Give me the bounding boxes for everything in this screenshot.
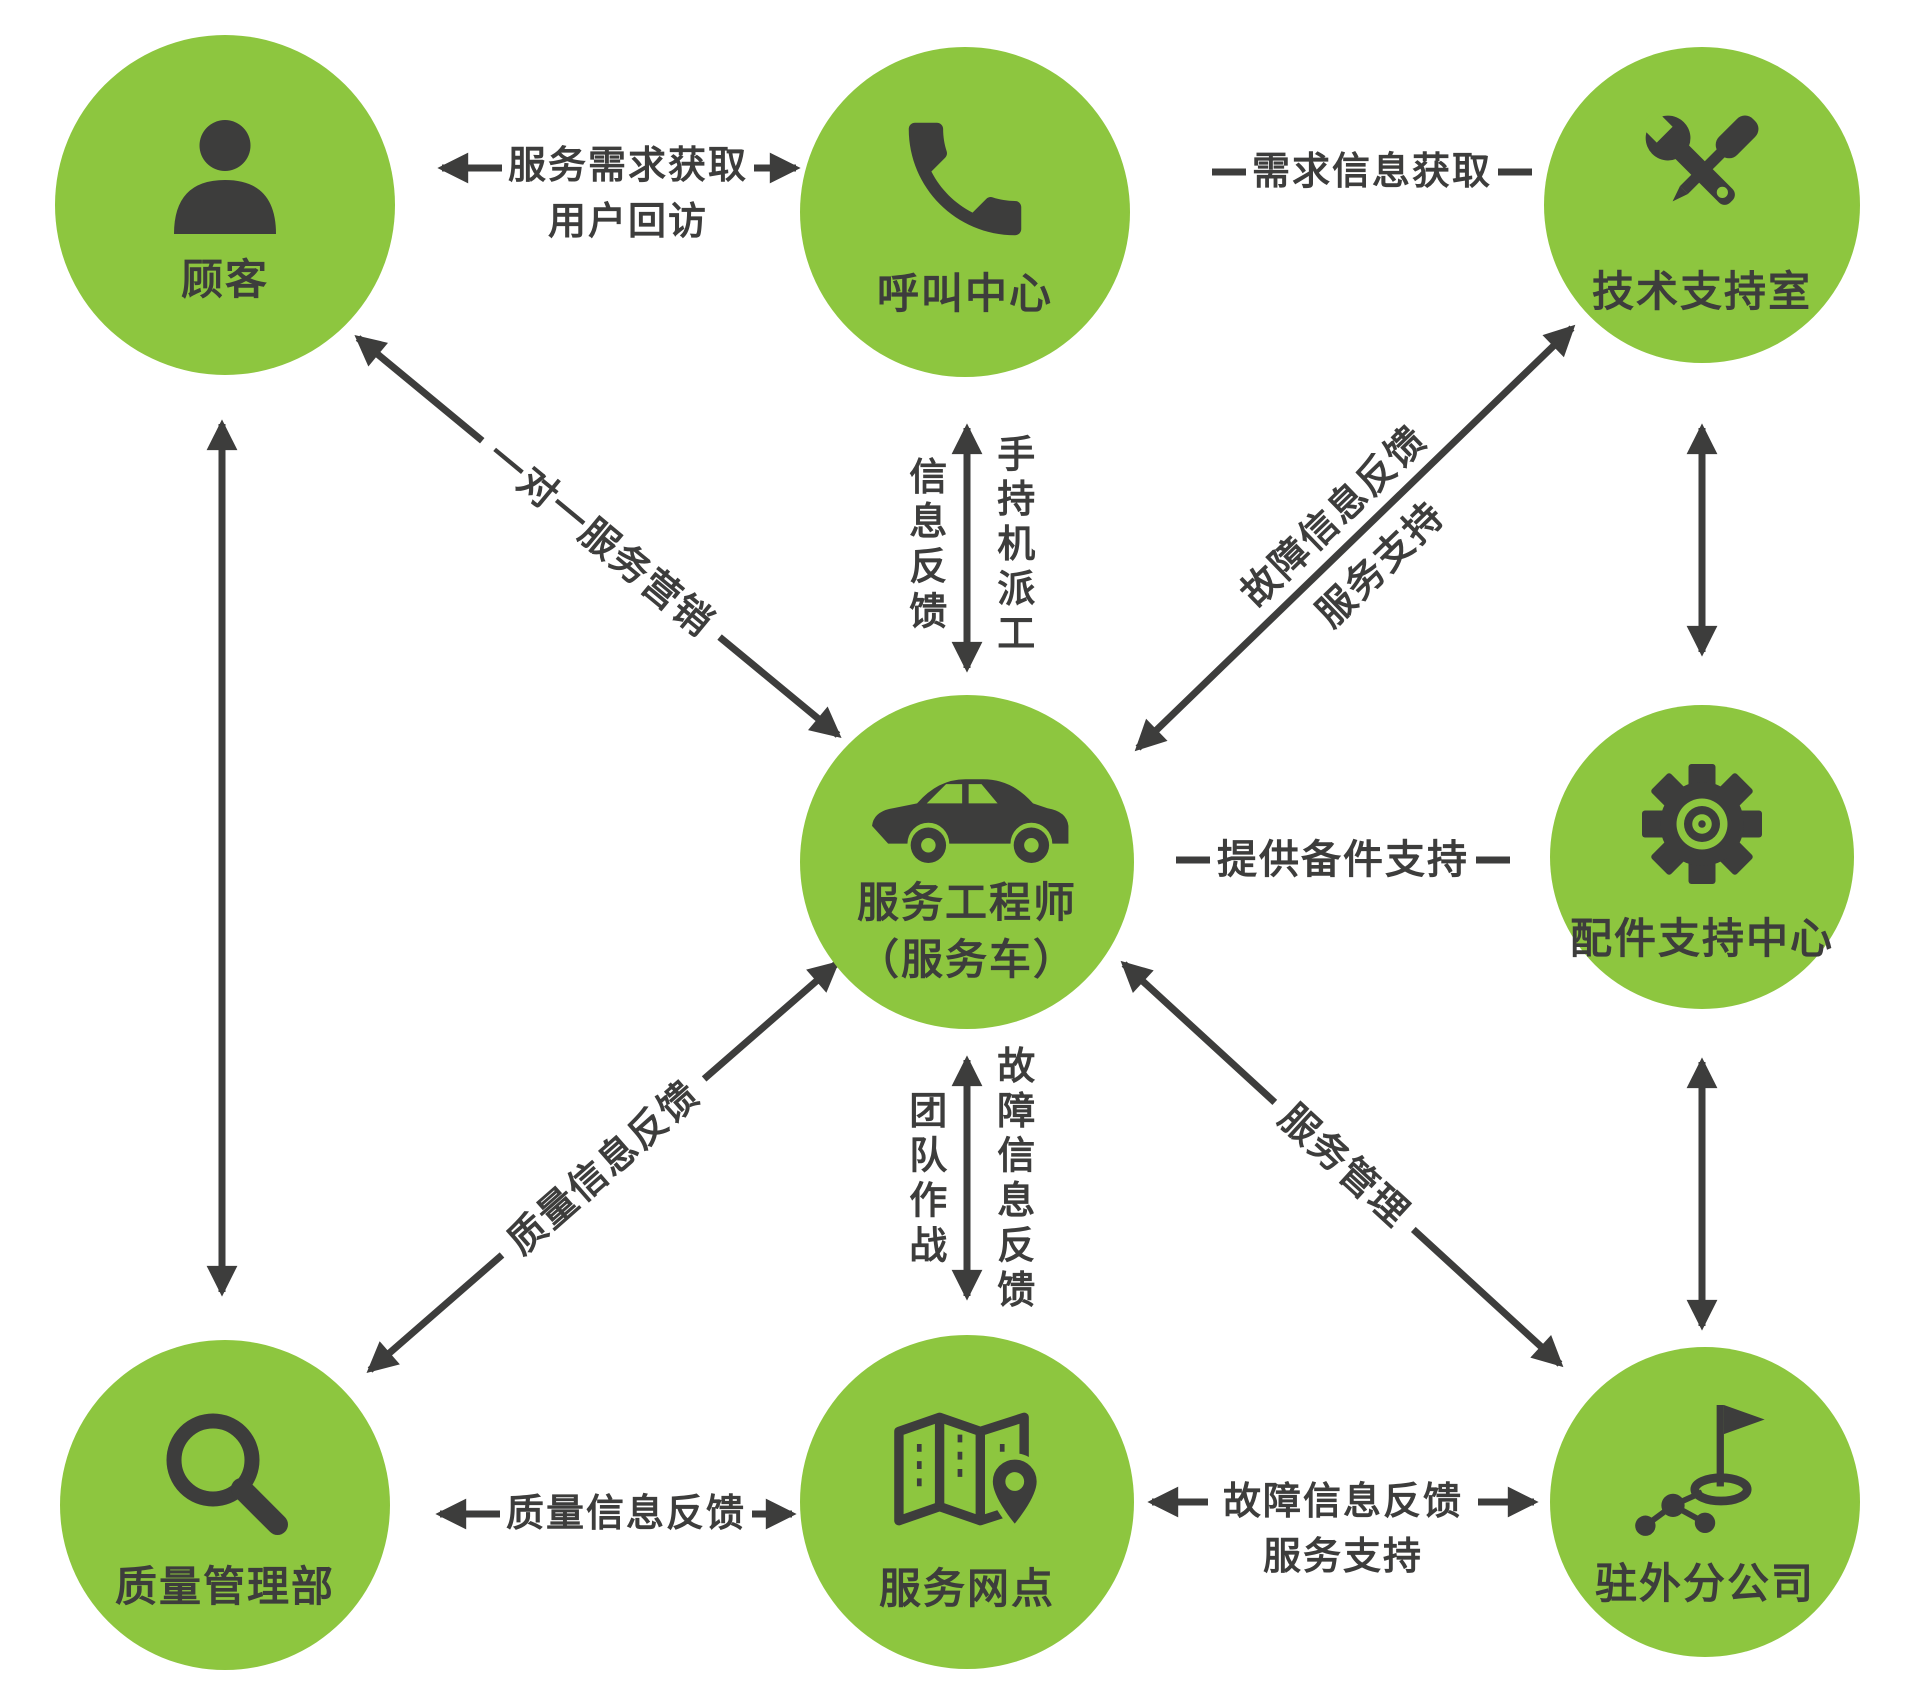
node-parts-center: 配件支持中心 [1550,705,1854,1009]
node-label: 技术支持室 [1591,267,1812,317]
edge-label-customer-callcenter-1: 服务需求获取 [507,143,749,188]
node-tech-support: 技术支持室 [1544,47,1860,363]
edge-label-callcenter-engineer-right: 手持机派工 [990,433,1035,659]
node-sublabel: （服务车） [856,935,1077,984]
edge-label-outlets-branch-2: 服务支持 [1262,1534,1424,1579]
node-branch-offices: 驻外分公司 [1550,1347,1860,1657]
map-icon [877,1389,1057,1549]
node-label: 顾客 [180,254,269,304]
flag-icon [1625,1394,1785,1544]
gear-icon [1627,749,1777,899]
node-label: 配件支持中心 [1569,914,1834,964]
node-customer: 顾客 [55,35,395,375]
car-icon [862,739,1072,871]
tools-icon [1622,92,1782,252]
node-call-center: 呼叫中心 [800,47,1130,377]
edge-label-engineer-outlets-right: 故障信息反馈 [990,1045,1035,1315]
node-service-engineer: 服务工程师 （服务车） [800,695,1134,1029]
edge-label-quality-outlets: 质量信息反馈 [505,1491,747,1536]
edge-label-engineer-partscenter: 提供备件支持 [1217,837,1469,883]
phone-icon [890,104,1040,254]
edge-label-customer-callcenter-2: 用户回访 [547,199,709,244]
edge-label-outlets-branch-1: 故障信息反馈 [1222,1479,1464,1524]
node-label: 服务网点 [878,1564,1055,1614]
edge-label-callcenter-techsupport: 需求信息获取 [1251,149,1493,194]
node-service-outlets: 服务网点 [800,1335,1134,1669]
edge-label-callcenter-engineer-left: 信息反馈 [902,456,947,636]
node-label: 呼叫中心 [876,269,1053,319]
magnifier-icon [150,1397,300,1547]
node-label: 质量管理部 [114,1562,335,1612]
node-quality-dept: 质量管理部 [60,1340,390,1670]
arrow-techsupport-engineer [1134,324,1576,752]
person-icon [150,105,300,240]
node-label: 驻外分公司 [1594,1559,1815,1609]
edge-label-engineer-outlets-left: 团队作战 [902,1090,947,1270]
node-label: 服务工程师 [856,877,1077,927]
